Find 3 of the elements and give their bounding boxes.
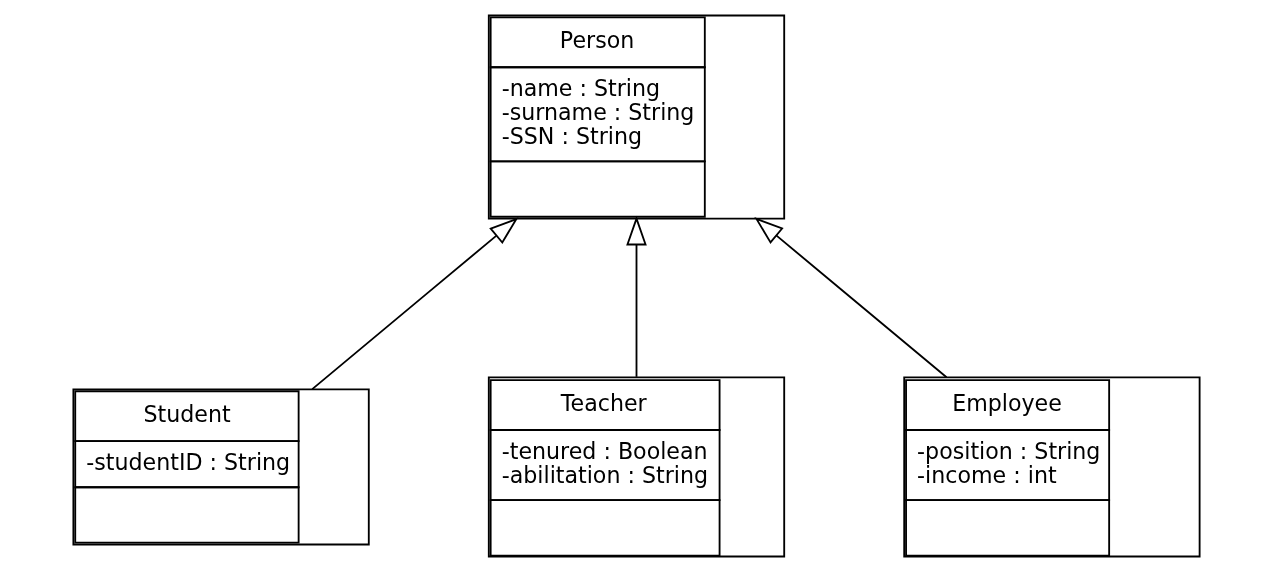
arrow (754, 217, 948, 379)
arrow (311, 217, 519, 391)
arrow (626, 215, 647, 378)
